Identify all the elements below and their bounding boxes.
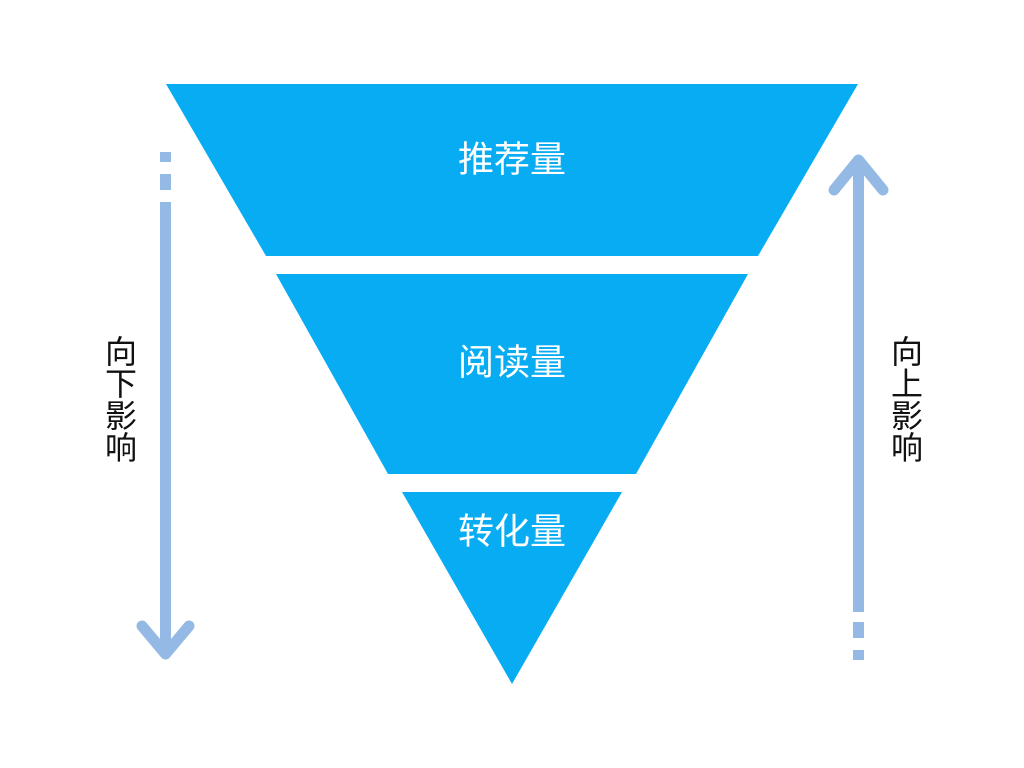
funnel-layer-convert — [402, 492, 622, 684]
up-arrow — [828, 154, 889, 660]
down-label-char-2: 下 — [105, 365, 137, 403]
down-arrow-label: 向 下 影 响 — [105, 333, 137, 467]
up-label-char-3: 影 — [891, 397, 923, 435]
funnel-layer-read — [276, 274, 748, 474]
funnel: 推荐量 阅读量 转化量 — [166, 84, 858, 684]
down-label-char-1: 向 — [105, 333, 137, 371]
up-arrow-head-icon — [828, 154, 889, 196]
down-label-char-4: 响 — [105, 429, 137, 467]
up-label-char-2: 上 — [891, 365, 923, 403]
down-arrow-head-icon — [136, 620, 195, 660]
up-label-char-4: 响 — [891, 429, 923, 467]
up-label-char-1: 向 — [891, 333, 923, 371]
up-arrow-dash-bottom — [853, 650, 864, 660]
funnel-label-read: 阅读量 — [458, 343, 566, 384]
up-arrow-label: 向 上 影 响 — [891, 333, 923, 467]
up-arrow-dash-mid — [853, 622, 864, 638]
funnel-label-convert: 转化量 — [458, 512, 566, 553]
funnel-layer-recommend — [166, 84, 858, 256]
down-arrow-dash-top — [160, 152, 171, 162]
down-arrow-dash-mid — [160, 174, 171, 190]
funnel-label-recommend: 推荐量 — [458, 140, 566, 181]
down-arrow — [136, 152, 195, 660]
down-label-char-3: 影 — [105, 397, 137, 435]
